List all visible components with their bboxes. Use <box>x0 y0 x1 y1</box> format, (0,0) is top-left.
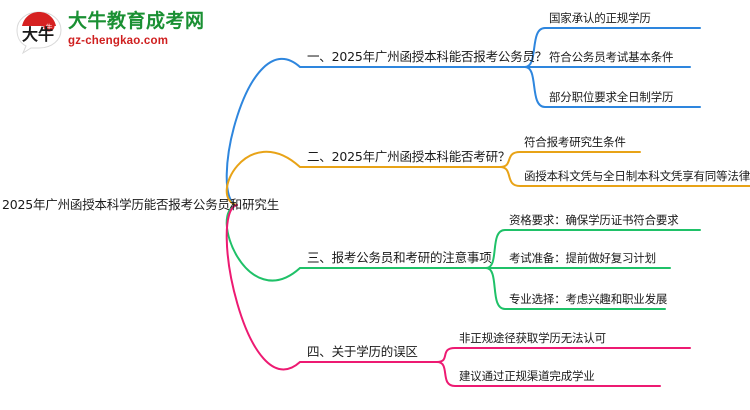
connector-line <box>524 27 701 68</box>
leaf-label-2-2: 函授本科文凭与全日制本科文凭享有同等法律效力 <box>524 169 750 183</box>
leaf-label-3-1: 资格要求：确保学历证书符合要求 <box>509 213 679 227</box>
connector-line <box>436 361 661 387</box>
leaf-label-4-2: 建议通过正规渠道完成学业 <box>459 369 595 383</box>
leaf-label-3-2: 考试准备：提前做好复习计划 <box>509 251 656 265</box>
connector-line <box>524 66 701 108</box>
connector-line <box>499 166 750 187</box>
branch-label-2: 二、2025年广州函授本科能否考研？ <box>307 149 511 164</box>
connector-line <box>499 151 641 168</box>
leaf-label-1-2: 符合公务员考试基本条件 <box>549 50 674 64</box>
leaf-label-1-3: 部分职位要求全日制学历 <box>549 90 674 104</box>
connector-line <box>485 229 701 269</box>
leaf-label-1-1: 国家承认的正规学历 <box>549 11 651 25</box>
logo-wordmark: 大牛教育成考网 gz-chengkao.com <box>68 10 228 54</box>
root-node-label: 2025年广州函授本科学历能否报考公务员和研究生 <box>2 197 280 212</box>
connector-line <box>225 204 487 282</box>
leaf-label-4-1: 非正规途径获取学历无法认可 <box>459 331 606 345</box>
site-logo: 牛 大牛 大牛教育成考网 gz-chengkao.com <box>14 6 229 58</box>
connector-line <box>485 267 666 310</box>
brand-name-cn: 大牛教育成考网 <box>68 10 205 32</box>
connector-line <box>225 57 526 206</box>
connector-line <box>225 204 438 371</box>
leaf-label-3-3: 专业选择：考虑兴趣和职业发展 <box>509 292 668 306</box>
connector-line <box>225 150 501 206</box>
svg-text:牛: 牛 <box>46 23 53 32</box>
brand-website-url: gz-chengkao.com <box>68 35 169 47</box>
svg-text:大牛: 大牛 <box>22 25 54 44</box>
branch-label-3: 三、报考公务员和考研的注意事项 <box>307 250 492 265</box>
branch-label-1: 一、2025年广州函授本科能否报考公务员？ <box>307 49 548 64</box>
connector-line <box>436 347 691 363</box>
logo-mark-icon: 牛 大牛 <box>16 11 62 55</box>
leaf-label-2-1: 符合报考研究生条件 <box>524 135 626 149</box>
branch-label-4: 四、关于学历的误区 <box>307 344 418 359</box>
